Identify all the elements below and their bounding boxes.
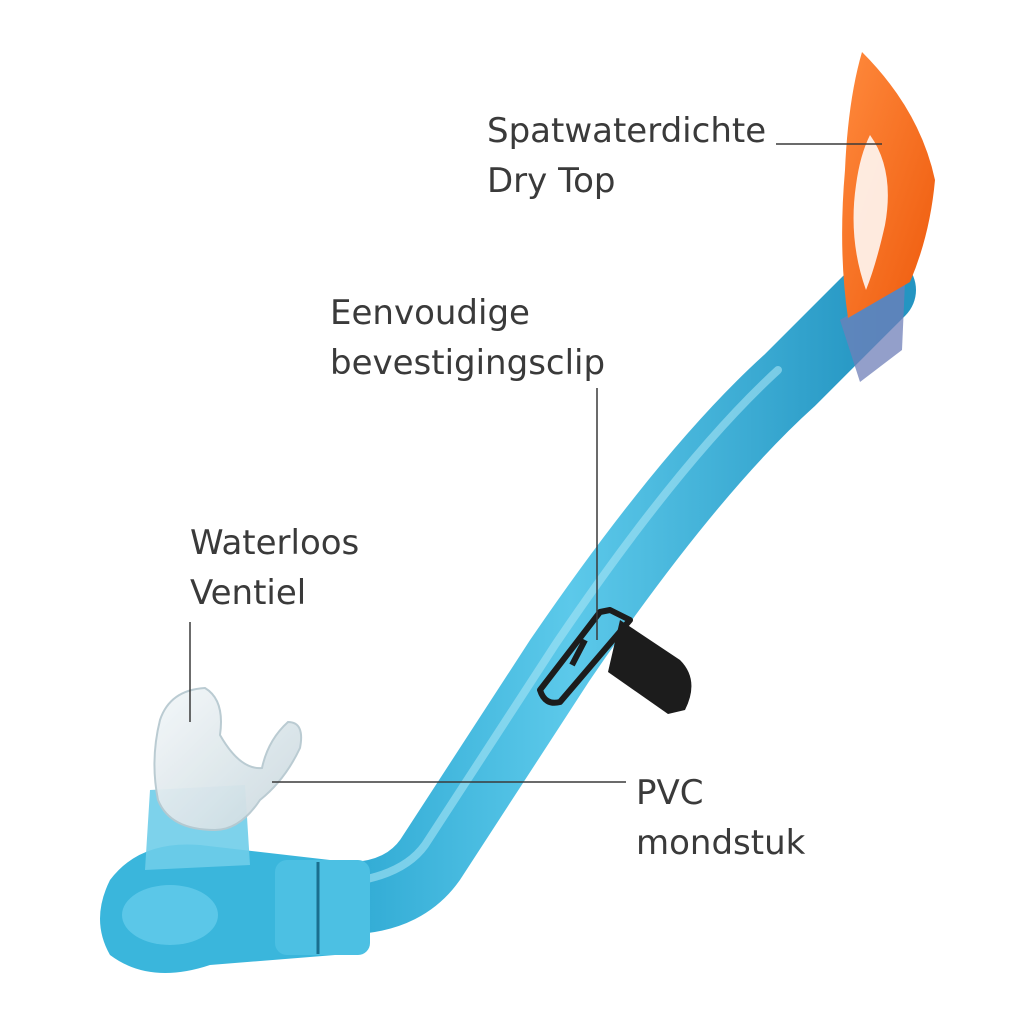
label-valve-line1: Waterloos	[190, 523, 360, 563]
label-dry-top-line1: Spatwaterdichte	[487, 111, 767, 151]
label-clip: Eenvoudige bevestigingsclip	[330, 288, 605, 388]
label-mouthpiece-line1: PVC	[636, 773, 704, 813]
label-clip-line2: bevestigingsclip	[330, 343, 606, 383]
label-mouthpiece-line2: mondstuk	[636, 823, 806, 863]
label-dry-top-line2: Dry Top	[487, 161, 616, 201]
tube-connector	[275, 860, 370, 955]
pvc-mouthpiece	[153, 686, 303, 832]
label-dry-top: Spatwaterdichte Dry Top	[487, 106, 766, 206]
purge-valve	[122, 885, 218, 945]
label-mouthpiece: PVC mondstuk	[636, 768, 805, 868]
label-clip-line1: Eenvoudige	[330, 293, 530, 333]
attachment-clip	[537, 607, 633, 706]
upper-joint	[840, 282, 905, 382]
tube-highlight	[326, 366, 782, 888]
snorkel-tube	[282, 254, 916, 936]
label-valve-line2: Ventiel	[190, 573, 307, 613]
dry-top-window	[853, 135, 888, 290]
clip-band	[608, 620, 692, 714]
label-valve: Waterloos Ventiel	[190, 518, 359, 618]
